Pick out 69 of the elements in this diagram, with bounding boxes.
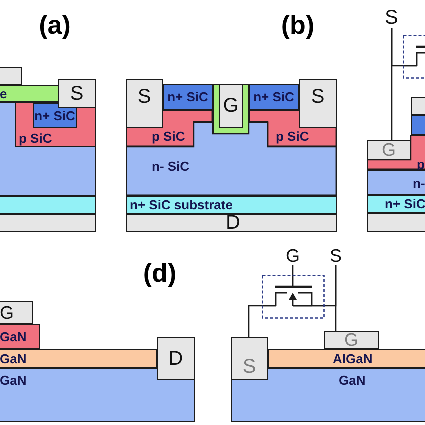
wire bbox=[391, 28, 403, 67]
electrode-label: D bbox=[226, 213, 240, 233]
electrode-label: G bbox=[0, 304, 14, 322]
drift-layer bbox=[367, 170, 425, 195]
layer-label: GaN bbox=[0, 330, 27, 343]
substrate-layer bbox=[126, 196, 337, 214]
layer-label: n+ SiC bbox=[168, 90, 208, 104]
panel-label: (d) bbox=[143, 260, 177, 286]
electrode-label: S bbox=[242, 357, 256, 377]
electrode bbox=[126, 214, 337, 232]
electrode bbox=[0, 301, 33, 324]
p-type-region bbox=[15, 102, 96, 147]
n-plus-region bbox=[249, 84, 299, 110]
layer-label: n+ SiC bbox=[254, 90, 294, 104]
p-gan-layer bbox=[0, 324, 40, 349]
electrode bbox=[219, 84, 243, 128]
layer-label: e bbox=[0, 87, 8, 100]
layer-label: p SiC bbox=[152, 130, 186, 143]
layer-label: AlGaN bbox=[333, 352, 373, 365]
electrode bbox=[324, 331, 379, 349]
electrode bbox=[58, 79, 96, 108]
electrode-label: G bbox=[344, 331, 358, 349]
electrode-label: S bbox=[138, 87, 152, 107]
electrode-label: S bbox=[311, 87, 325, 107]
electrode-label: D bbox=[168, 348, 184, 368]
transistor-symbol bbox=[262, 275, 325, 319]
n-plus-region bbox=[163, 84, 213, 110]
channel-layer bbox=[0, 368, 195, 422]
wire bbox=[325, 265, 337, 307]
electrode bbox=[126, 79, 163, 128]
electrode bbox=[299, 79, 337, 128]
electrode-label: G bbox=[223, 96, 239, 116]
terminal-label: S bbox=[385, 8, 398, 28]
electrode bbox=[157, 337, 195, 380]
n-plus-region bbox=[33, 103, 77, 128]
oxide-layer bbox=[0, 85, 59, 102]
electrode bbox=[0, 67, 22, 85]
barrier-layer bbox=[268, 349, 425, 368]
wire bbox=[248, 305, 262, 337]
layer-label: n- bbox=[413, 177, 425, 190]
n-plus-layer bbox=[411, 115, 425, 135]
substrate-layer bbox=[367, 195, 425, 213]
terminal-label: G bbox=[286, 247, 300, 265]
layer-label: n+ SiC substrate bbox=[130, 198, 233, 212]
layer-label: GaN bbox=[0, 352, 27, 365]
electrode bbox=[411, 97, 425, 115]
layer-label: n- SiC bbox=[152, 160, 190, 173]
panel-label: (a) bbox=[39, 12, 71, 38]
drift-layer bbox=[126, 122, 337, 196]
layer-label: p SiC bbox=[19, 132, 52, 145]
electrode bbox=[231, 337, 268, 380]
layer-label: GaN bbox=[0, 374, 27, 387]
substrate-layer bbox=[0, 196, 96, 214]
oxide-liner bbox=[213, 84, 249, 134]
electrode bbox=[367, 140, 411, 160]
electrode-label: G bbox=[382, 141, 396, 159]
electrode-label: S bbox=[70, 84, 84, 104]
drift-layer bbox=[0, 102, 96, 196]
layer-label: n+ SiC bbox=[34, 109, 76, 122]
wire bbox=[292, 265, 294, 275]
layer-label: GaN bbox=[339, 374, 366, 387]
p-type-layer bbox=[367, 135, 425, 170]
panel-label: (b) bbox=[281, 12, 315, 38]
transistor-symbol bbox=[403, 35, 425, 79]
electrode bbox=[0, 214, 96, 232]
terminal-label: S bbox=[330, 247, 342, 265]
electrode bbox=[367, 213, 425, 232]
layer-label: p SiC bbox=[276, 130, 310, 143]
barrier-layer bbox=[0, 349, 157, 368]
